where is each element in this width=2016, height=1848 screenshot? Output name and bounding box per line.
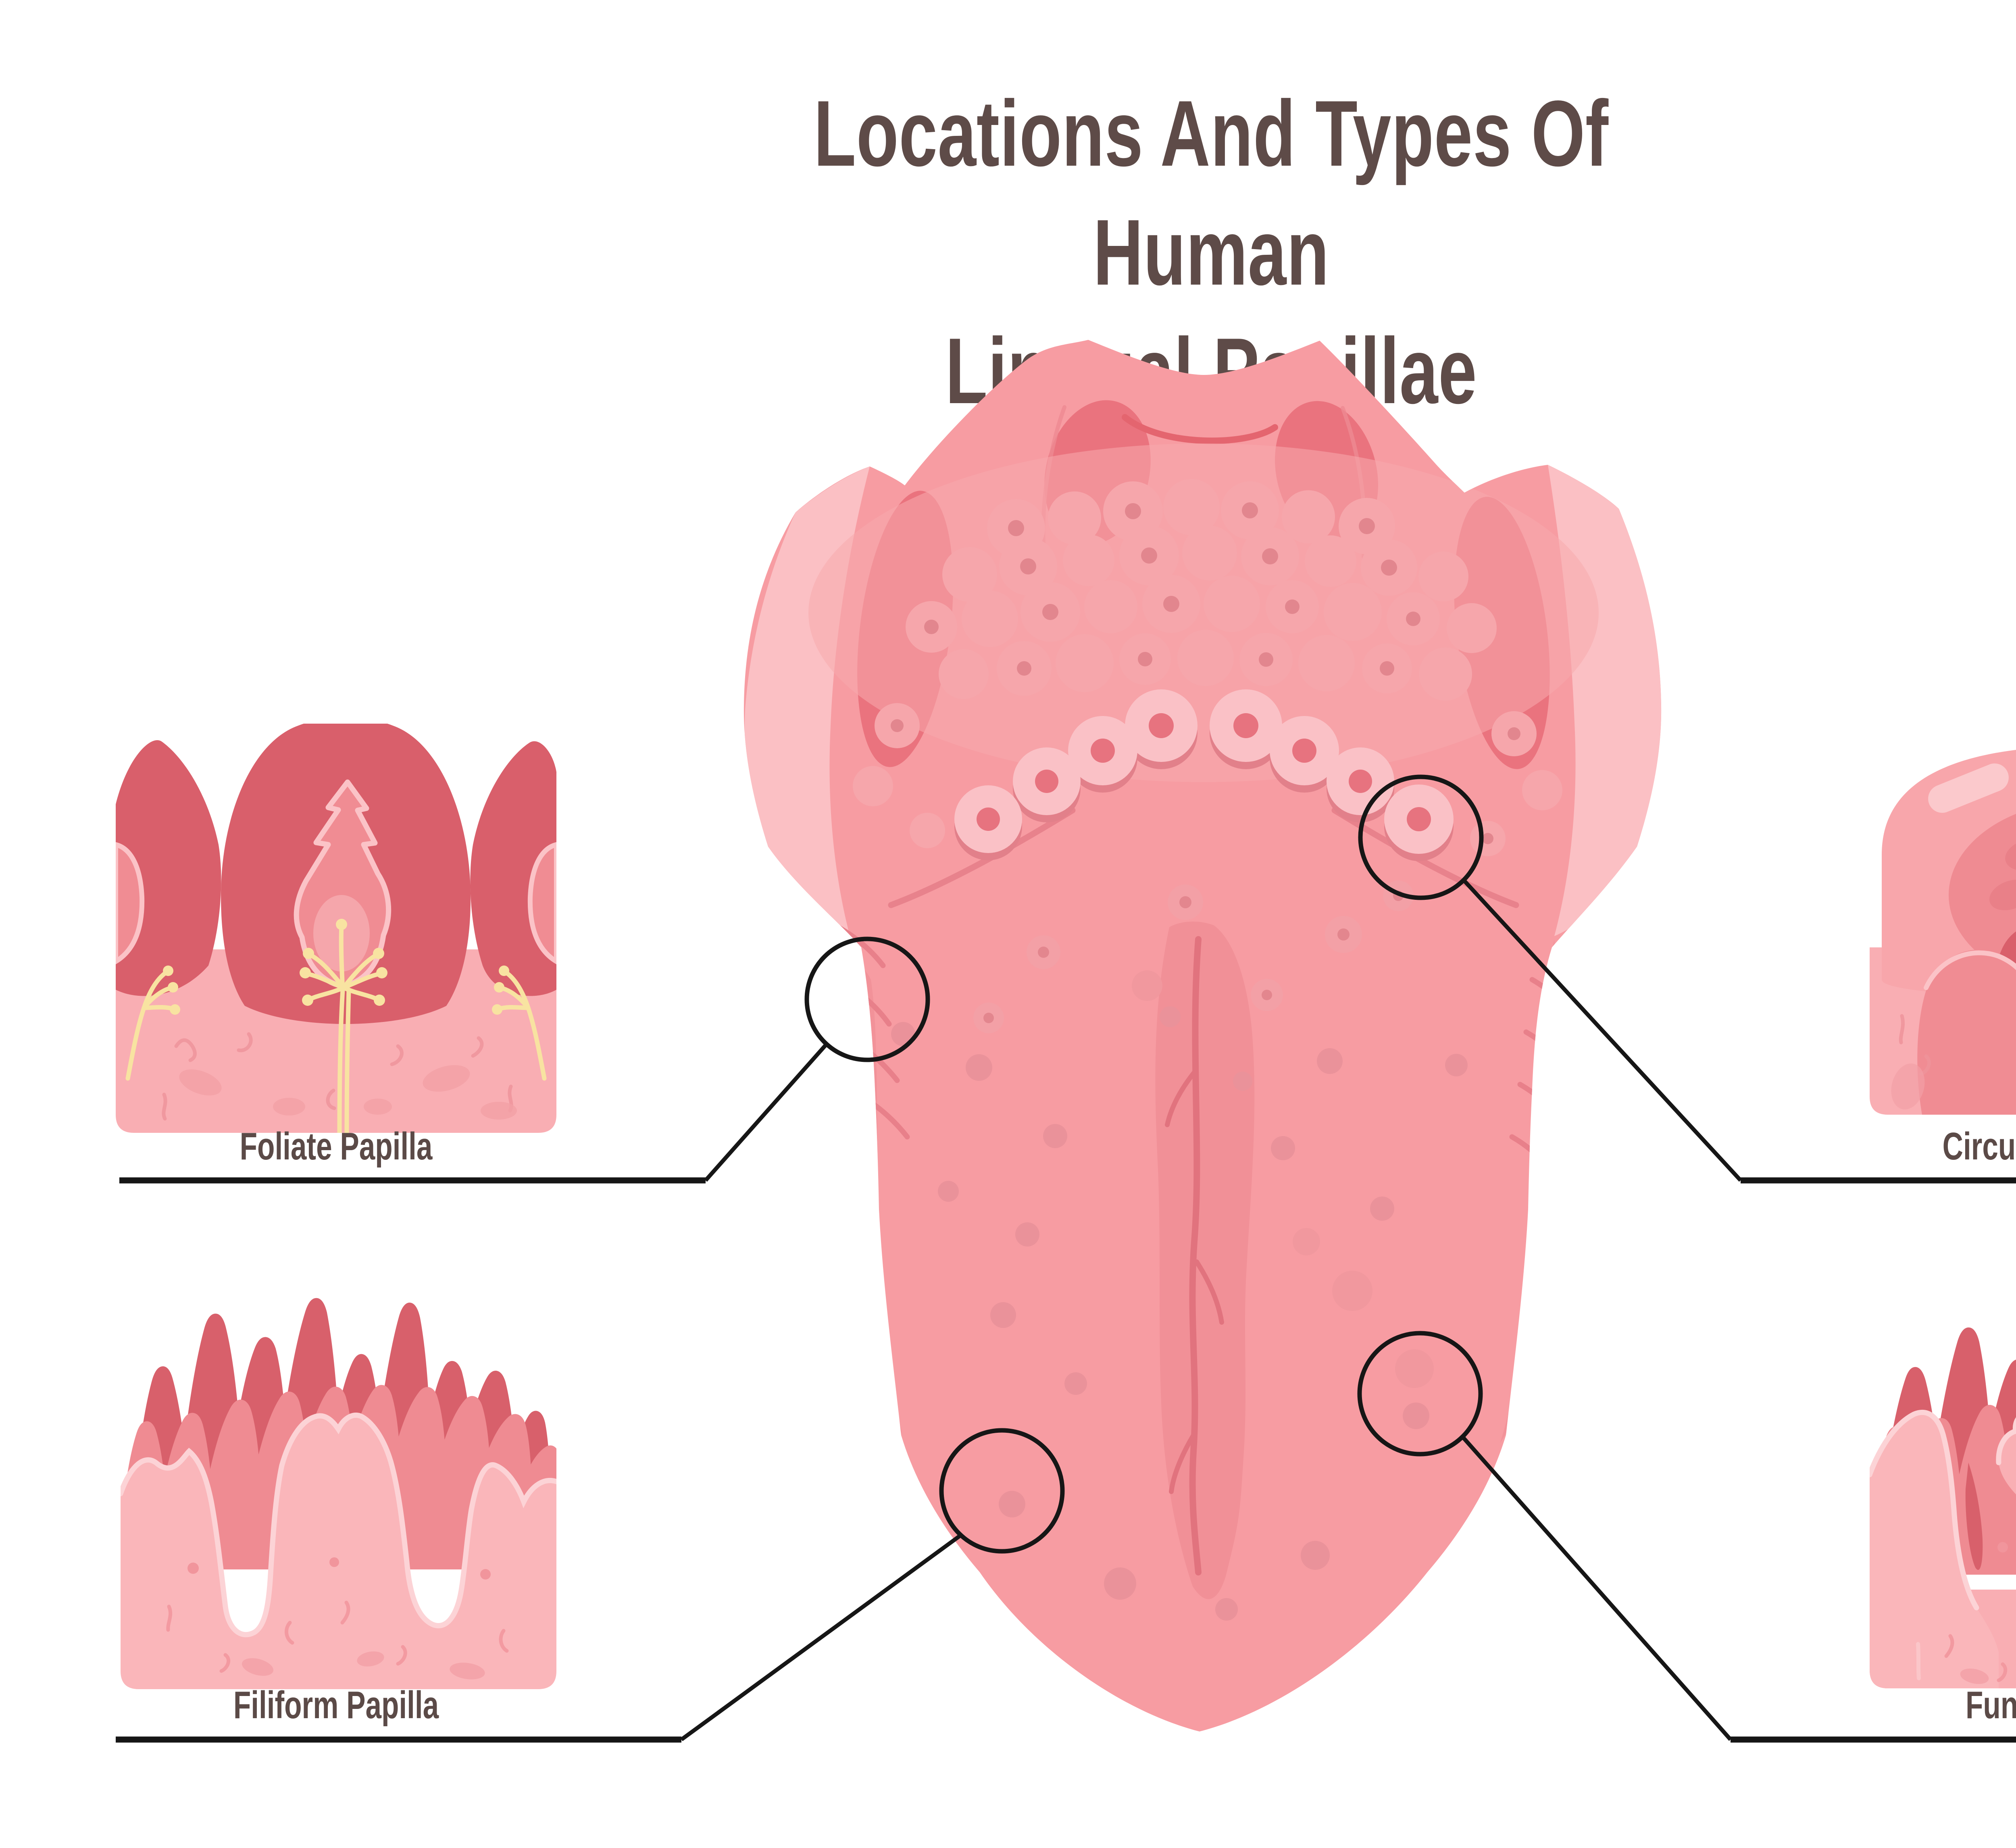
filiform-panel-illustration [121, 1298, 556, 1689]
circumvallate-location-marker [1358, 774, 1484, 900]
fungiform-label: Fungiform Papilla [1966, 1684, 2016, 1727]
fungiform-leader-line [1462, 1436, 1732, 1741]
foliate-panel-illustration [116, 724, 556, 1133]
median-sulcus [1155, 921, 1255, 1599]
fungiform-panel-illustration [1870, 1327, 2016, 1688]
circumvallate-leader-line [1462, 878, 1742, 1182]
title-line-1: Locations And Types Of Human [814, 81, 1609, 305]
filiform-label: Filiform Papilla [233, 1684, 439, 1727]
filiform-leader-line [680, 1533, 962, 1742]
filiform-location-marker [939, 1428, 1065, 1554]
circumvallate-panel-illustration [1870, 746, 2016, 1115]
page-title: Locations And Types Of Human Lingual Pap… [762, 75, 1660, 431]
foliate-leader-line [704, 1043, 828, 1182]
circumvallate-label: Circumvallate Papilla [1942, 1125, 2016, 1168]
circumvallate-papillae-row [888, 689, 1519, 908]
fungiform-papillae-dots [891, 880, 1468, 1621]
tongue [744, 340, 1662, 1731]
foliate-label: Foliate Papilla [240, 1125, 433, 1168]
foliate-location-marker [804, 936, 930, 1062]
back-papillae-field [808, 443, 1599, 856]
fungiform-location-marker [1357, 1331, 1483, 1457]
